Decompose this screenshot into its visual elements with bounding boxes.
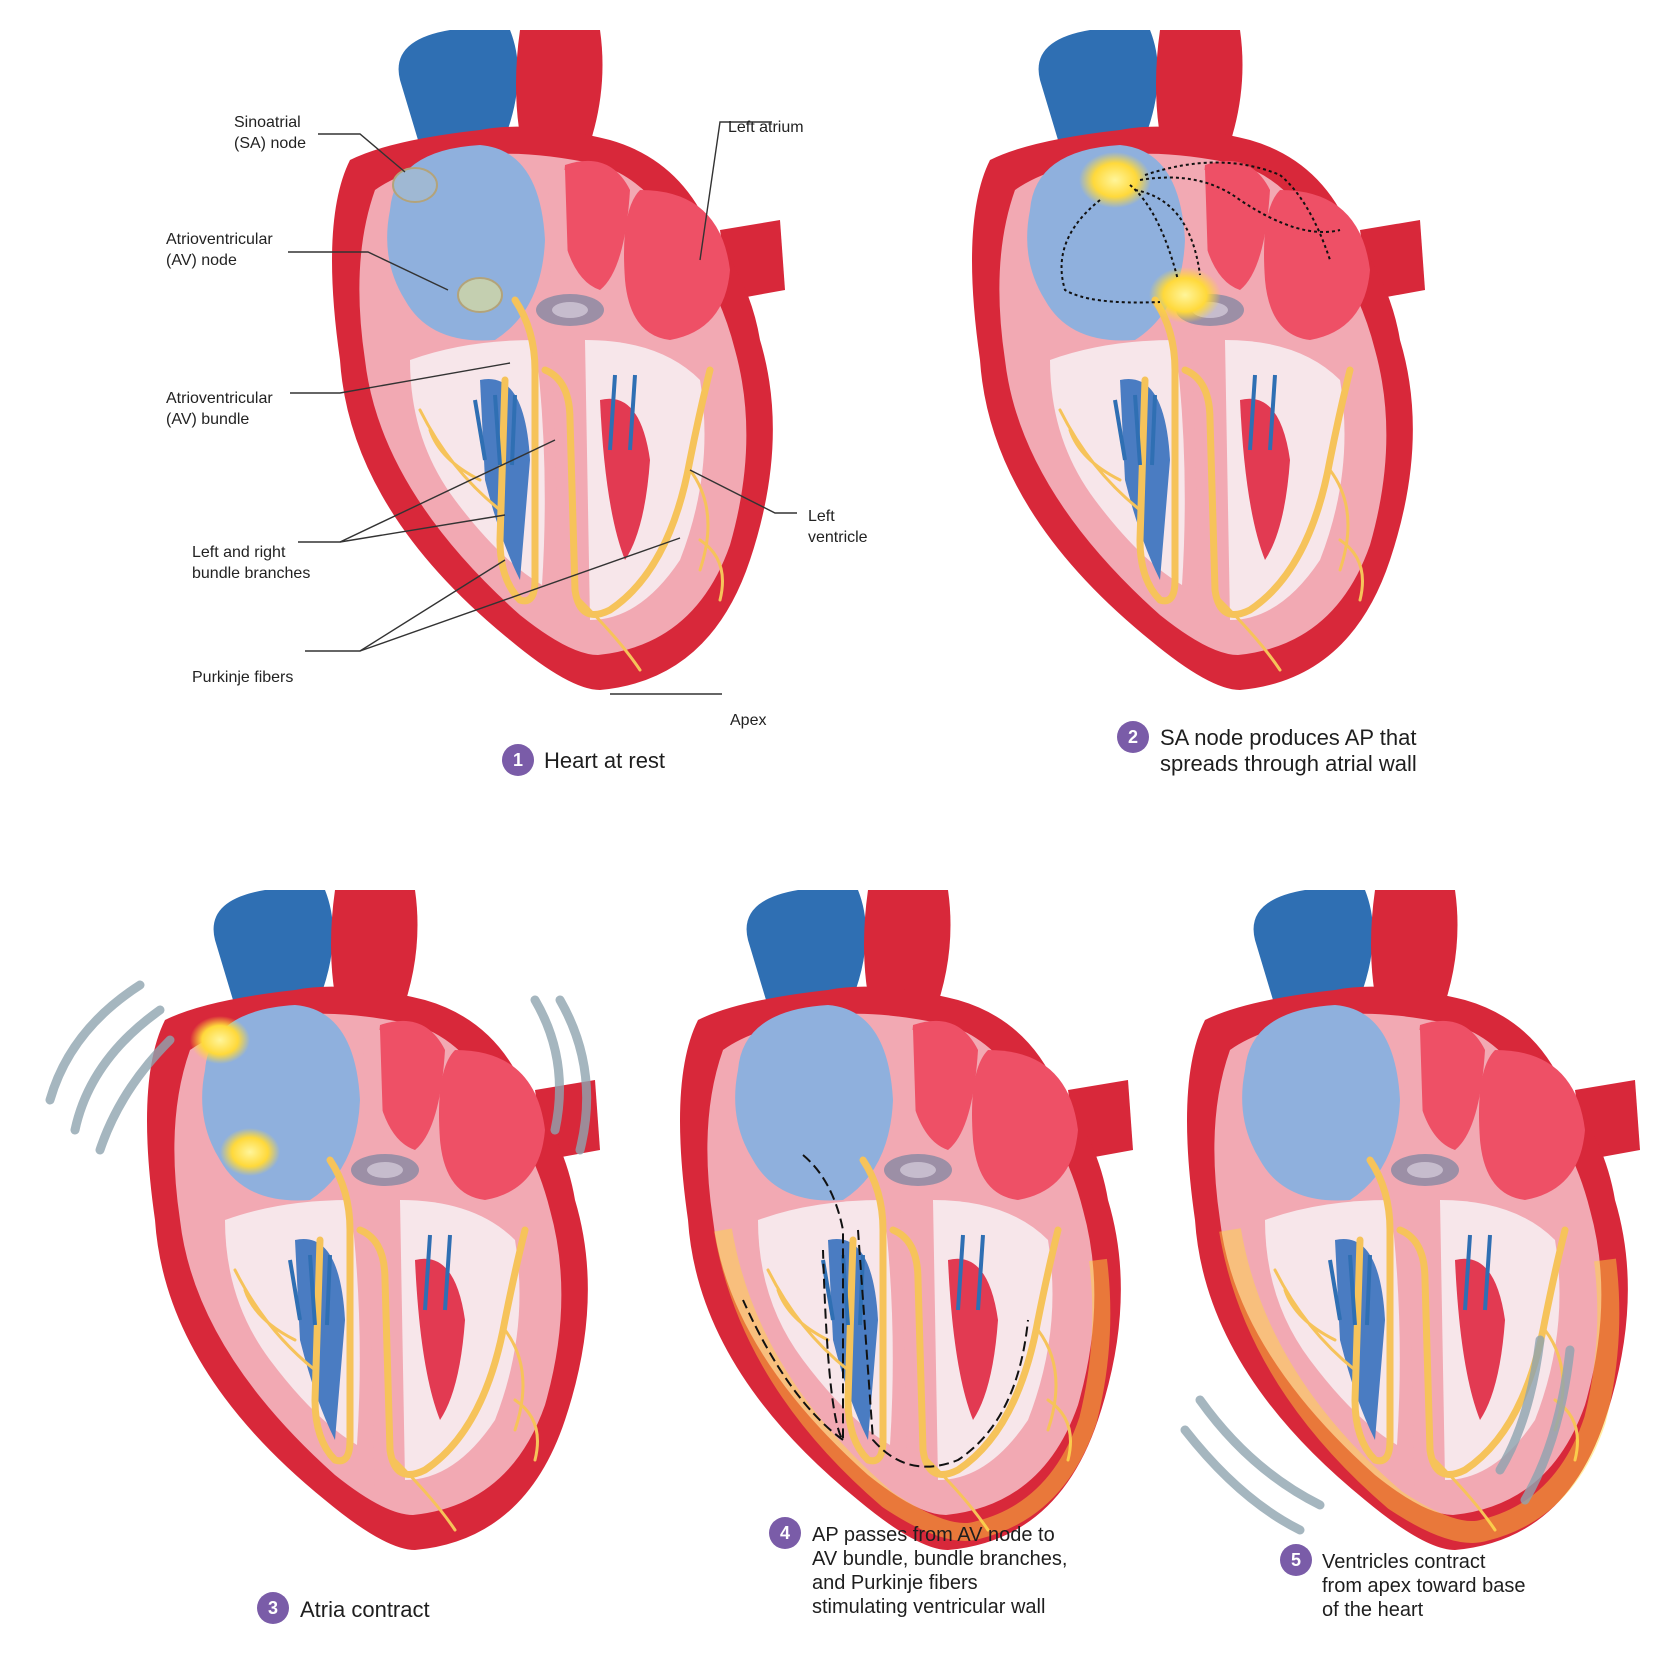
step-number: 4: [780, 1523, 790, 1543]
step-caption-text: Atria contract: [300, 1597, 430, 1622]
panel-1: [332, 30, 785, 690]
step-caption-line: of the heart: [1322, 1599, 1424, 1621]
label-line: Left and right: [192, 544, 286, 561]
heart-illustration-2: [972, 30, 1425, 690]
sa-node-active: [1079, 152, 1151, 208]
label-line: Atrioventricular: [166, 390, 273, 407]
label-line: Left atrium: [728, 119, 804, 136]
ventricle-contraction-glow: [1219, 1228, 1620, 1543]
step-caption-line: spreads through atrial wall: [1160, 751, 1417, 776]
panel-5: [1187, 890, 1640, 1550]
step-caption-line: Atria contract: [300, 1597, 430, 1622]
ventricular-wall-glow: [714, 1228, 1111, 1541]
label-left-ventricle: Left ventricle: [808, 508, 868, 546]
label-sa-node: Sinoatrial (SA) node: [234, 114, 306, 152]
step-caption-line: Heart at rest: [544, 748, 665, 773]
step-number: 3: [268, 1598, 278, 1618]
label-line: Sinoatrial: [234, 114, 301, 131]
av-node-glow-3: [220, 1128, 280, 1176]
panel-1-leaders: [288, 121, 797, 695]
panel-3: [147, 890, 600, 1550]
step-badge-3: [257, 1592, 289, 1624]
label-line: bundle branches: [192, 565, 310, 582]
label-line: Apex: [730, 712, 766, 729]
panel-2: [972, 30, 1425, 690]
ap-spread-arrows: [1060, 161, 1341, 304]
step-number: 1: [513, 750, 523, 770]
label-line: Atrioventricular: [166, 231, 273, 248]
label-left-atrium: Left atrium: [728, 119, 804, 136]
step-caption-3: 3 Atria contract: [257, 1592, 430, 1624]
step-caption-1: 1 Heart at rest: [502, 744, 665, 776]
step-caption-line: Ventricles contract: [1322, 1551, 1486, 1573]
step-caption-line: stimulating ventricular wall: [812, 1596, 1045, 1618]
panel-4: [680, 890, 1133, 1550]
label-line: (SA) node: [234, 135, 306, 152]
step-caption-line: AP passes from AV node to: [812, 1524, 1055, 1546]
step-caption-line: SA node produces AP that: [1160, 725, 1416, 750]
av-node-active: [1149, 267, 1221, 323]
step-badge-4: [769, 1517, 801, 1549]
panel-1-labels: Sinoatrial (SA) node Atrioventricular (AV)…: [166, 114, 868, 729]
ventricle-motion-marks: [1180, 1335, 1575, 1535]
atria-motion-marks: [45, 980, 592, 1155]
step-badge-1: [502, 744, 534, 776]
label-line: (AV) bundle: [166, 411, 249, 428]
step-caption-text: Heart at rest: [544, 748, 665, 773]
label-line: ventricle: [808, 529, 868, 546]
av-bundle-path-arrows: [742, 1154, 1029, 1468]
label-line: Left: [808, 508, 835, 525]
step-caption-line: from apex toward base: [1322, 1575, 1525, 1597]
av-node-marker: [457, 277, 503, 313]
label-bundle-branches: Left and right bundle branches: [192, 544, 310, 582]
label-purkinje-fibers: Purkinje fibers: [192, 669, 293, 686]
label-line: (AV) node: [166, 252, 237, 269]
label-av-node: Atrioventricular (AV) node: [166, 231, 273, 269]
label-line: Purkinje fibers: [192, 669, 293, 686]
sa-node-marker: [392, 167, 438, 203]
sa-node-glow-3: [190, 1016, 250, 1064]
heart-illustration-1: [332, 30, 785, 690]
step-caption-line: and Purkinje fibers: [812, 1572, 978, 1594]
step-badge-5: [1280, 1544, 1312, 1576]
step-caption-line: AV bundle, bundle branches,: [812, 1548, 1067, 1570]
label-apex: Apex: [730, 712, 766, 729]
label-av-bundle: Atrioventricular (AV) bundle: [166, 390, 273, 428]
step-number: 2: [1128, 727, 1138, 747]
step-badge-2: [1117, 721, 1149, 753]
step-number: 5: [1291, 1550, 1301, 1570]
heart-illustration-3: [147, 890, 600, 1550]
